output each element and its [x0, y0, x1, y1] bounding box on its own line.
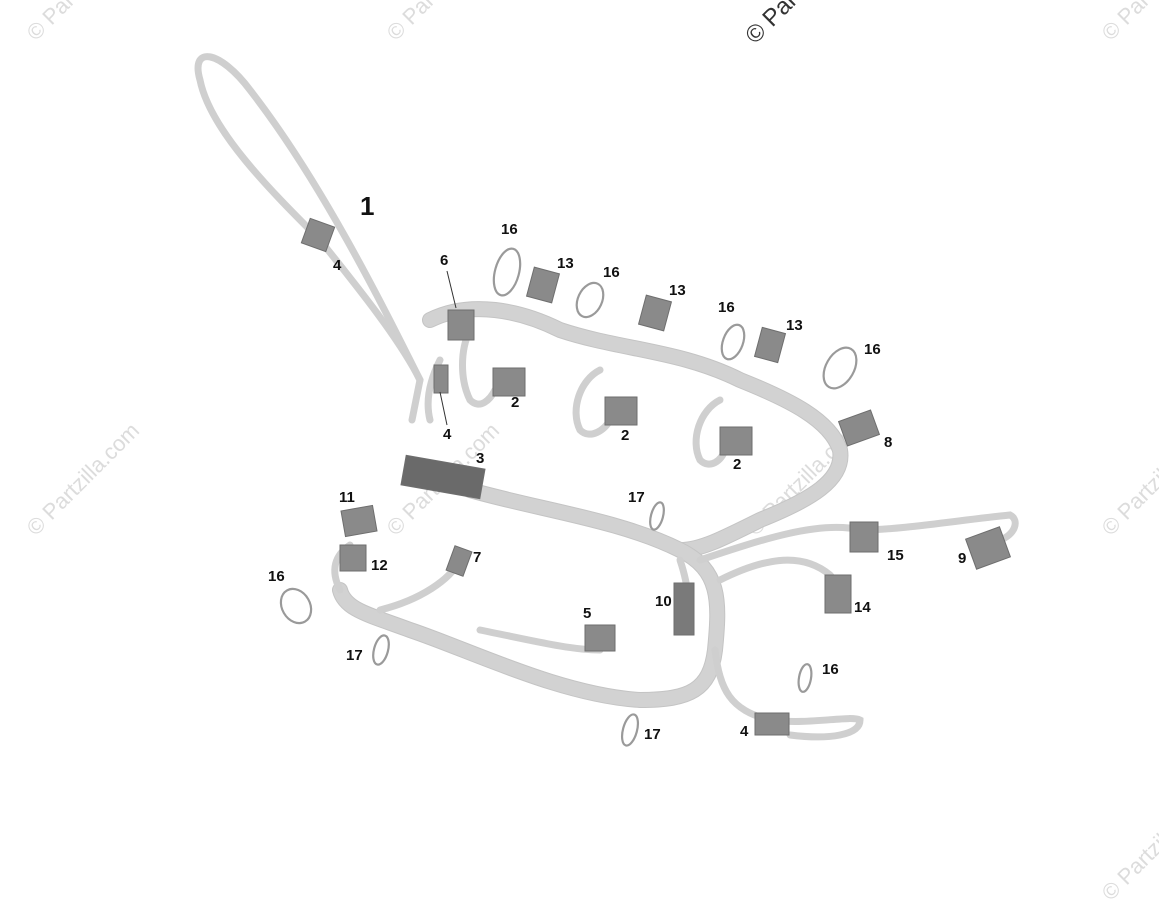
connector-9 — [964, 526, 1012, 570]
callout-13: 13 — [669, 282, 686, 299]
connector-13-a — [525, 266, 561, 304]
connector-2-c — [719, 426, 753, 456]
connector-10 — [673, 582, 695, 636]
callout-12: 12 — [371, 557, 388, 574]
callout-13: 13 — [557, 255, 574, 272]
connector-7 — [445, 545, 473, 577]
callout-2: 2 — [511, 394, 520, 411]
callout-4: 4 — [443, 426, 452, 443]
clip-16-a — [492, 247, 522, 297]
callout-7: 7 — [473, 549, 482, 566]
callout-14: 14 — [854, 599, 871, 616]
callout-17: 17 — [628, 489, 645, 506]
callout-3: 3 — [476, 450, 485, 467]
connector-12 — [339, 544, 367, 572]
callout-6: 6 — [440, 252, 449, 269]
connector-2-a — [492, 367, 526, 397]
callout-17: 17 — [346, 647, 363, 664]
connector-6 — [447, 309, 475, 341]
callout-11: 11 — [339, 489, 355, 506]
callout-17: 17 — [644, 726, 661, 743]
clip-17-a — [649, 501, 665, 531]
callout-13: 13 — [786, 317, 803, 334]
clip-16-c — [720, 323, 746, 361]
clip-17-b — [372, 634, 390, 666]
connector-8 — [837, 409, 881, 447]
clip-17-c — [620, 713, 640, 747]
connector-4-top — [300, 217, 336, 253]
callout-15: 15 — [887, 547, 904, 564]
connector-5 — [584, 624, 616, 652]
connector-13-c — [753, 326, 787, 364]
connector-15 — [849, 521, 879, 553]
harness-lead-loop — [194, 53, 424, 384]
callout-16: 16 — [501, 221, 518, 238]
clip-16-d — [822, 346, 858, 390]
callout-10: 10 — [655, 593, 672, 610]
clip-16-f — [797, 663, 813, 693]
callout-9: 9 — [958, 550, 967, 567]
connector-3 — [400, 454, 486, 500]
callout-16: 16 — [864, 341, 881, 358]
connector-11 — [340, 504, 378, 538]
callout-16: 16 — [822, 661, 839, 678]
callout-5: 5 — [583, 605, 592, 622]
callout-16: 16 — [268, 568, 285, 585]
connector-13-b — [637, 294, 673, 332]
callout-16: 16 — [718, 299, 735, 316]
connector-4-bottom — [754, 712, 790, 736]
connector-2-b — [604, 396, 638, 426]
clip-16-b — [575, 281, 605, 319]
callout-4: 4 — [740, 723, 749, 740]
callout-2: 2 — [733, 456, 742, 473]
callout-8: 8 — [884, 434, 893, 451]
connector-4-mid — [433, 364, 449, 394]
callout-16: 16 — [603, 264, 620, 281]
clip-16-e — [279, 587, 313, 625]
callout-2: 2 — [621, 427, 630, 444]
callout-1: 1 — [360, 191, 375, 221]
callout-4: 4 — [333, 257, 342, 274]
connector-14 — [824, 574, 852, 614]
